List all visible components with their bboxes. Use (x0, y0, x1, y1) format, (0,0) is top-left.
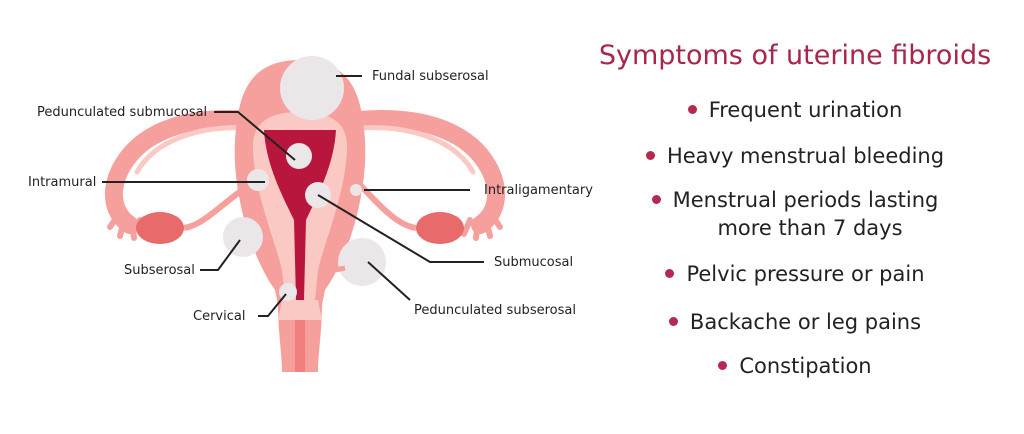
uterine-cavity (264, 130, 336, 300)
uterine-fibroids-diagram: Fundal subserosal Pedunculated submucosa… (28, 56, 593, 372)
symptom-text: Pelvic pressure or pain (686, 262, 925, 286)
leader-lines (102, 75, 484, 317)
fibroid-intramural (247, 169, 269, 191)
symptom-item: Backache or leg pains (580, 308, 1010, 336)
right-ovary (416, 212, 464, 244)
vaginal-canal (295, 320, 305, 372)
label-intramural: Intramural (28, 175, 96, 190)
cervix (278, 300, 322, 320)
label-submucosal: Submucosal (494, 255, 573, 270)
fibroid-pedunculated-subserosal (338, 238, 386, 286)
bullet-icon (645, 150, 655, 160)
fibroid-subserosal (223, 217, 263, 257)
fibroid-intraligamentary (350, 184, 362, 196)
symptoms-panel: Symptoms of uterine fibroids Frequent ur… (580, 30, 1010, 410)
label-pedunculated-subserosal: Pedunculated subserosal (414, 303, 576, 318)
bullet-icon (718, 360, 728, 370)
label-intraligamentary: Intraligamentary (484, 183, 593, 198)
symptom-text-line2: more than 7 days (717, 216, 903, 240)
label-pedunculated-submucosal: Pedunculated submucosal (37, 105, 207, 120)
symptoms-title: Symptoms of uterine fibroids (598, 40, 992, 71)
left-ovary (136, 212, 184, 244)
symptom-text: Menstrual periods lasting (672, 188, 939, 212)
fibroid-pedunculated-submucosal (286, 143, 312, 169)
fibroid-fundal-subserosal (280, 56, 344, 120)
symptom-text: Heavy menstrual bleeding (666, 144, 945, 168)
symptom-item: Pelvic pressure or pain (580, 260, 1010, 288)
fallopian-tubes (104, 110, 506, 241)
symptom-text: Backache or leg pains (689, 310, 922, 334)
symptom-item: Frequent urination (580, 96, 1010, 124)
label-subserosal: Subserosal (124, 263, 195, 278)
symptom-text: Frequent urination (708, 98, 903, 122)
bullet-icon (651, 194, 661, 204)
label-fundal-subserosal: Fundal subserosal (372, 69, 489, 84)
symptom-item: Constipation (580, 352, 1010, 380)
label-cervical: Cervical (193, 309, 245, 324)
bullet-icon (665, 268, 675, 278)
symptom-item: Heavy menstrual bleeding (580, 142, 1010, 170)
bullet-icon (687, 104, 697, 114)
bullet-icon (668, 316, 678, 326)
symptom-text: Constipation (739, 354, 872, 378)
symptom-item: Menstrual periods lasting more than 7 da… (580, 186, 1010, 242)
